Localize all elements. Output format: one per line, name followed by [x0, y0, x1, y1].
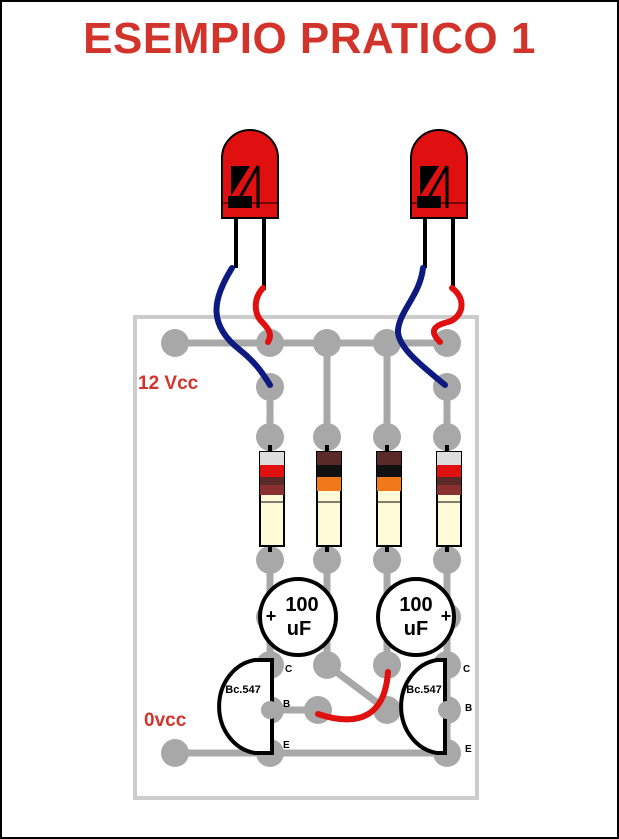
- capacitor-right-value: 100: [399, 594, 432, 616]
- resistor-3: [376, 445, 402, 552]
- transistor-right-pin-e: E: [465, 744, 472, 755]
- pad: [433, 329, 461, 357]
- vcc-label: 12 Vcc: [138, 373, 199, 394]
- pad: [313, 651, 341, 679]
- transistor-right-pin-b: B: [465, 703, 472, 714]
- transistor-left-pin-c: C: [285, 664, 292, 675]
- led-left: [221, 129, 279, 290]
- pad: [313, 423, 341, 451]
- capacitor-right-plus: +: [441, 606, 452, 626]
- board-outline: [133, 315, 479, 800]
- resistor-1: [259, 445, 285, 552]
- led-left-cathode-wire: [213, 265, 273, 388]
- transistor-left-pin-e: E: [283, 740, 290, 751]
- pad: [256, 423, 284, 451]
- transistor-right-part: Bc.547: [406, 684, 441, 696]
- transistor-left-pin-b: B: [283, 699, 290, 710]
- pad: [433, 423, 461, 451]
- pad: [313, 329, 341, 357]
- pad: [161, 329, 189, 357]
- led-left-anode-wire: [252, 285, 273, 345]
- led-right-anode-wire: [430, 285, 465, 345]
- capacitor-left-unit: uF: [287, 618, 311, 640]
- transistor-left-part: Bc.547: [225, 684, 260, 696]
- pad: [373, 329, 401, 357]
- transistor-right: Bc.547 C B E: [399, 658, 472, 755]
- transistor-left: Bc.547 C B E: [217, 658, 292, 755]
- capacitor-right-unit: uF: [404, 618, 428, 640]
- resistors: [259, 445, 462, 552]
- capacitor-left: 100 uF +: [258, 577, 338, 657]
- capacitor-left-plus: +: [266, 606, 277, 626]
- transistor-right-pin-c: C: [463, 664, 470, 675]
- resistor-4: [436, 445, 462, 552]
- capacitor-left-value: 100: [285, 594, 318, 616]
- capacitor-right: 100 uF +: [376, 577, 456, 657]
- pad: [373, 423, 401, 451]
- led-right: [410, 129, 468, 290]
- resistor-2: [316, 445, 342, 552]
- page-title: ESEMPIO PRATICO 1: [83, 14, 536, 63]
- pad: [256, 546, 284, 574]
- pad: [161, 739, 189, 767]
- gnd-label: 0vcc: [144, 710, 187, 731]
- pad: [373, 651, 401, 679]
- pad: [433, 546, 461, 574]
- jumper-wire-red: [315, 669, 391, 723]
- led-right-cathode-wire: [395, 265, 448, 388]
- pad: [373, 546, 401, 574]
- pad: [313, 546, 341, 574]
